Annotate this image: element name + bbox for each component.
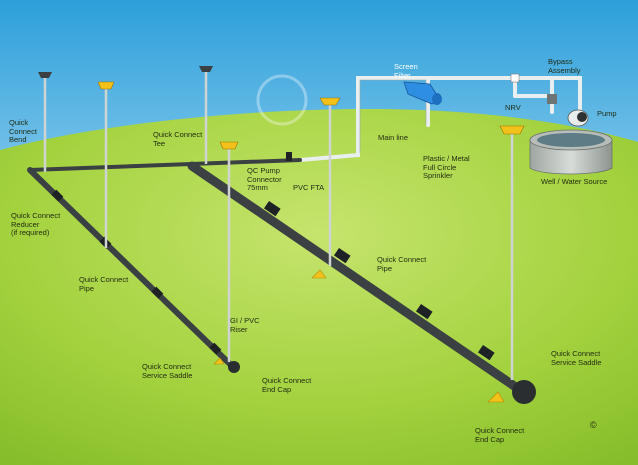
risers — [43, 70, 514, 380]
sprinkler-4 — [219, 141, 239, 150]
service-saddles — [213, 269, 505, 403]
label-well-water-source: Well / Water Source — [541, 177, 608, 186]
label-service-saddle-left: Quick Connect Service Saddle — [142, 362, 193, 380]
sprinkler-5 — [319, 97, 341, 106]
label-qc-pump-connector: QC Pump Connector 75mm — [247, 166, 282, 192]
label-pvc-fta: PVC FTA — [293, 183, 325, 192]
main-line-outline — [359, 79, 427, 153]
end-cap-left — [228, 361, 240, 373]
lateral-pipes — [27, 158, 525, 395]
watermark-circle — [256, 74, 308, 126]
label-plastic-metal-sprinkler: Plastic / Metal Full Circle Sprinkler — [423, 154, 470, 180]
header-pipe — [28, 158, 302, 172]
sprinkler-1 — [38, 72, 52, 78]
pump — [567, 109, 589, 127]
screen-filter — [403, 81, 442, 105]
nrv-valve — [510, 73, 520, 83]
well-tank — [529, 129, 613, 175]
label-screen-filter: Screen Filter — [394, 62, 418, 80]
sprinkler-3 — [199, 66, 213, 72]
sprinkler-6 — [499, 125, 525, 135]
label-quick-connect-pipe-right: Quick Connect Pipe — [377, 255, 427, 273]
bypass-valve — [547, 94, 557, 104]
middle-lateral-pipe — [187, 161, 525, 395]
label-nrv: NRV — [505, 103, 521, 112]
left-lateral-pipe — [27, 167, 235, 369]
label-end-cap-left: Quick Connect End Cap — [262, 376, 312, 394]
label-pump: Pump — [597, 109, 617, 118]
grass-field — [0, 108, 638, 465]
label-end-cap-right: Quick Connect End Cap — [475, 426, 525, 444]
end-cap-right — [512, 380, 536, 404]
sprinkler-2 — [97, 81, 115, 90]
copyright-mark: © — [590, 420, 597, 430]
label-gi-pvc-riser: GI / PVC Riser — [230, 316, 260, 334]
label-service-saddle-right: Quick Connect Service Saddle — [551, 349, 602, 367]
label-quick-connect-tee: Quick Connect Tee — [153, 130, 203, 148]
label-bypass-assembly: Bypass Assembly — [548, 57, 581, 75]
label-quick-connect-reducer: Quick Connect Reducer (if required) — [11, 211, 61, 237]
label-quick-connect-pipe-left: Quick Connect Pipe — [79, 275, 129, 293]
label-quick-connect-bend: Quick Connect Bend — [9, 118, 37, 144]
label-main-line: Main line — [378, 133, 409, 142]
sprinklers — [38, 66, 525, 150]
